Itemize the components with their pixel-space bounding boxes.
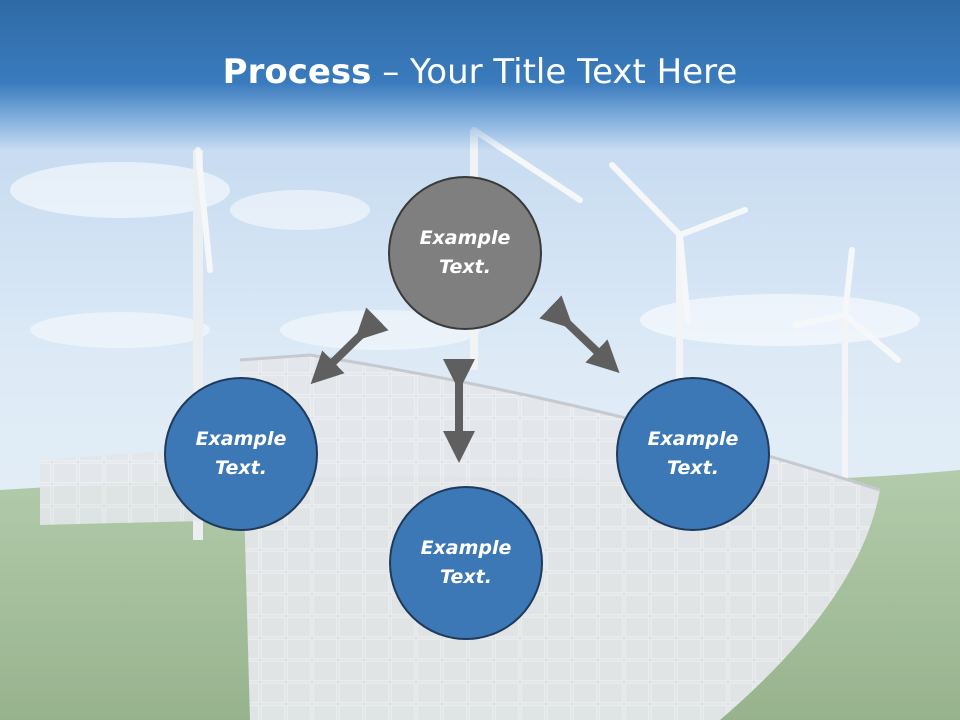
arrow-top-left: [310, 307, 389, 385]
node-right-label: Example Text.: [647, 428, 739, 479]
node-top-label: Example Text.: [419, 227, 511, 278]
title-separator: –: [371, 52, 411, 92]
node-top: Example Text.: [388, 176, 542, 330]
slide-title: Process – Your Title Text Here: [0, 52, 960, 92]
node-right: Example Text.: [616, 377, 770, 531]
title-rest: Your Title Text Here: [410, 52, 738, 92]
arrow-top-right: [539, 295, 620, 374]
node-bottom: Example Text.: [389, 486, 543, 640]
node-left-label: Example Text.: [195, 428, 287, 479]
title-bar: [0, 0, 960, 150]
title-bold: Process: [222, 52, 372, 92]
node-bottom-label: Example Text.: [420, 537, 512, 588]
node-left: Example Text.: [164, 377, 318, 531]
